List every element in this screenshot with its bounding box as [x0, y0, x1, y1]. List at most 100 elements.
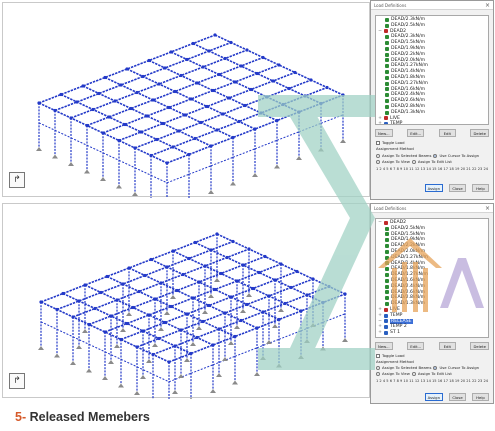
edit-button[interactable]: Edit	[438, 342, 456, 350]
close-button[interactable]: Close	[449, 184, 466, 192]
tree-item[interactable]: DEAD/1.5kN/m	[378, 40, 486, 46]
model-view-bottom[interactable]: ↱	[2, 203, 371, 399]
tree-item[interactable]: DEAD/1.6kN/m	[378, 278, 486, 284]
collapse-icon[interactable]: −	[378, 318, 382, 324]
edit-dots-button[interactable]: Edit...	[407, 129, 425, 137]
new-button[interactable]: New...	[375, 129, 393, 137]
tree-item[interactable]: DEAD/1.3kN/m	[378, 110, 486, 116]
tree-item-label: DEAD/1.27kN/m	[391, 63, 429, 69]
tree-item[interactable]: − DEAD2	[378, 220, 486, 226]
assign-selected-radio[interactable]	[376, 153, 380, 158]
load-flag-icon	[385, 64, 389, 69]
load-flag-icon	[385, 81, 389, 86]
tree-item[interactable]: DEAD/1.9kN/m	[378, 46, 486, 52]
tree-item[interactable]: DEAD/1.5kN/m	[378, 232, 486, 238]
tree-item[interactable]: − DEAD2	[378, 29, 486, 35]
tree-item-label: LIVE	[390, 115, 400, 121]
structure-model-top[interactable]	[3, 3, 371, 198]
tree-item[interactable]: DEAD/1.4kN/m	[378, 69, 486, 75]
expand-icon[interactable]: +	[378, 330, 382, 336]
tree-item[interactable]: DEAD/1.27kN/m	[378, 63, 486, 69]
tree-item[interactable]: DEAD/2.6kN/m	[378, 290, 486, 296]
load-flag-icon	[384, 307, 388, 312]
toggle-load-checkbox[interactable]	[376, 140, 380, 145]
tree-item[interactable]: DEAD/2.2kN/m	[378, 52, 486, 58]
columns	[36, 95, 346, 198]
load-flag-icon	[385, 249, 389, 254]
use-cursor-radio[interactable]	[433, 365, 438, 370]
tree-item[interactable]: DEAD/2.0kN/m	[378, 58, 486, 64]
tree-item[interactable]: DEAD/1.8kN/m	[378, 266, 486, 272]
close-icon[interactable]: ×	[484, 205, 490, 212]
tree-item-label: DEAD2	[390, 28, 407, 34]
tree-item[interactable]: DEAD/2.3kN/m	[378, 34, 486, 40]
model-view-top[interactable]: ↱	[2, 2, 371, 198]
help-button[interactable]: Help	[472, 184, 489, 192]
tree-item[interactable]: +TEMP	[378, 121, 486, 125]
tree-item-label: DEAD/1.6kN/m	[391, 86, 426, 92]
assign-view-radio[interactable]	[376, 159, 380, 164]
structure-model-bottom[interactable]	[3, 204, 371, 399]
node-list[interactable]: 1 2 4 5 6 7 8 9 10 11 12 13 14 15 16 17 …	[376, 167, 489, 171]
close-icon[interactable]: ×	[484, 2, 490, 9]
load-flag-icon	[385, 261, 389, 266]
use-cursor-radio[interactable]	[433, 153, 438, 158]
load-flag-icon	[385, 232, 389, 237]
new-button[interactable]: New...	[375, 342, 393, 350]
tree-item[interactable]: DEAD/2.6kN/m	[378, 98, 486, 104]
tree-item[interactable]: DEAD/1.6kN/m	[378, 87, 486, 93]
close-button[interactable]: Close	[449, 393, 466, 401]
tree-item[interactable]: + TEMP 2	[378, 324, 486, 330]
assignment-method-label: Assignment Method	[376, 146, 414, 151]
expand-icon[interactable]: +	[378, 115, 382, 121]
expand-icon[interactable]: +	[378, 324, 382, 330]
load-flag-icon	[385, 46, 389, 51]
assign-selected-label: Assign To Selected Beams	[382, 365, 432, 370]
collapse-icon[interactable]: −	[378, 220, 382, 225]
assign-button[interactable]: Assign	[424, 184, 443, 192]
load-flag-icon	[384, 122, 388, 124]
assign-selected-radio[interactable]	[376, 365, 380, 370]
tree-item-label: DEAD/1.6kN/m	[391, 277, 426, 283]
assign-selected-label: Assign To Selected Beams	[382, 153, 432, 158]
tree-item[interactable]: DEAD/2.5kN/m	[378, 226, 486, 232]
tree-item[interactable]: DEAD/2.8kN/m	[378, 104, 486, 110]
tree-item[interactable]: DEAD/2.3kN/m	[378, 17, 486, 23]
tree-item-label: DEAD2	[390, 220, 407, 225]
collapse-icon[interactable]: −	[378, 28, 382, 34]
tree-item[interactable]: DEAD/1.3kN/m	[378, 301, 486, 307]
edit-dots-button[interactable]: Edit...	[407, 342, 425, 350]
tree-item[interactable]: +TEMP	[378, 313, 486, 319]
tree-item[interactable]: DEAD/2.5kN/m	[378, 23, 486, 29]
assign-view-radio[interactable]	[376, 371, 380, 376]
tree-item[interactable]: −RELEASE	[378, 318, 486, 325]
expand-icon[interactable]: +	[378, 121, 382, 125]
load-flag-icon	[384, 220, 388, 225]
assign-button[interactable]: Assign	[424, 393, 443, 401]
expand-icon[interactable]: +	[378, 306, 382, 312]
load-flag-icon	[385, 23, 389, 28]
tree-item[interactable]: DEAD/2.4kN/m	[378, 284, 486, 290]
tree-item-label: DEAD/1.4kN/m	[391, 69, 426, 75]
tree-item-label: TEMP 2	[390, 324, 407, 330]
delete-button[interactable]: Delete	[470, 342, 489, 350]
expand-icon[interactable]: +	[378, 312, 382, 318]
tree-item[interactable]: +ST 1	[378, 330, 486, 336]
tree-item[interactable]: DEAD/1.8kN/m	[378, 75, 486, 81]
tree-item[interactable]: DEAD/1.27kN/m	[378, 272, 486, 278]
tree-item[interactable]: DEAD/2.4kN/m	[378, 92, 486, 98]
assign-list-radio[interactable]	[411, 371, 416, 376]
assign-list-radio[interactable]	[411, 159, 416, 164]
toggle-load-checkbox[interactable]	[376, 353, 380, 358]
tree-item[interactable]: DEAD/1.27kN/m	[378, 81, 486, 87]
node-list[interactable]: 1 2 4 5 6 7 8 9 10 11 12 13 14 15 16 17 …	[376, 379, 489, 383]
delete-button[interactable]: Delete	[470, 129, 489, 137]
edit-button[interactable]: Edit	[438, 129, 456, 137]
help-button[interactable]: Help	[472, 393, 489, 401]
tree-item[interactable]: + LIVE	[378, 116, 486, 122]
tree-item[interactable]: DEAD/2.8kN/m	[378, 295, 486, 301]
